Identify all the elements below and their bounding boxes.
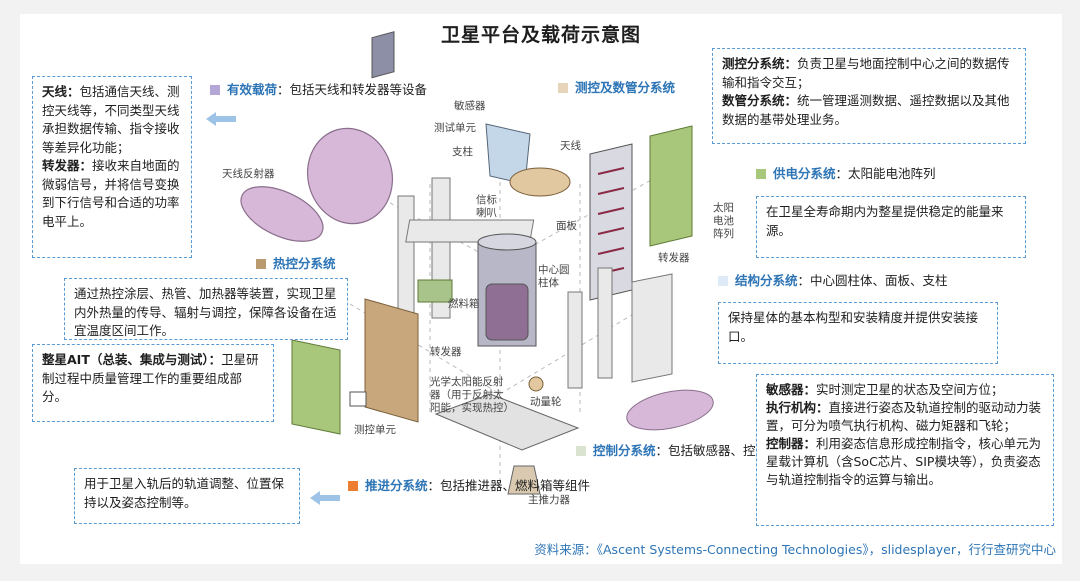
part-label-fuel-tank: 燃料箱 xyxy=(448,298,480,311)
structure-panel-right xyxy=(632,274,672,382)
power-box: 在卫星全寿命期内为整星提供稳定的能量来源。 xyxy=(756,196,1026,258)
thermal-label: 热控分系统 xyxy=(256,255,336,272)
ait-box: 整星AIT（总装、集成与测试）：卫星研制过程中质量管理工作的重要组成部分。 xyxy=(32,344,274,422)
heat-pipe-unit xyxy=(418,280,452,302)
part-label-panel: 面板 xyxy=(556,220,577,233)
momentum-wheel xyxy=(529,377,543,391)
power-swatch xyxy=(756,169,766,179)
antenna-dish-top xyxy=(510,168,570,196)
side-panel-left-1 xyxy=(398,196,414,316)
propulsion-label: 推进分系统：包括推进器、燃料箱等组件 xyxy=(348,477,590,494)
antenna-transponder-box: 天线：包括通信天线、测控天线等，不同类型天线承担数据传输、指令接收等差异化功能；… xyxy=(32,76,192,258)
part-label-osr: 光学太阳能反射器（用于反射太阳能，实现热控） xyxy=(430,376,512,415)
payload-label: 有效载荷：包括天线和转发器等设备 xyxy=(210,81,427,98)
fuel-tank xyxy=(486,284,528,340)
propulsion-swatch xyxy=(348,481,358,491)
part-label-antenna: 天线 xyxy=(560,140,581,153)
structure-swatch xyxy=(718,276,728,286)
part-label-reflector: 天线反射器 xyxy=(222,168,275,181)
ttc-swatch xyxy=(558,83,568,93)
side-panel-right-1 xyxy=(568,292,582,388)
propulsion-box: 用于卫星入轨后的轨道调整、位置保持以及姿态控制等。 xyxy=(74,468,300,524)
part-label-test-unit-top: 测试单元 xyxy=(434,122,476,135)
arrow-left-icon xyxy=(206,112,236,126)
part-label-central-cylinder: 中心圆柱体 xyxy=(538,264,572,290)
part-label-sensor: 敏感器 xyxy=(454,100,486,113)
part-label-strut: 支柱 xyxy=(452,146,473,159)
side-panel-right-2 xyxy=(598,268,612,378)
control-swatch xyxy=(576,446,586,456)
part-label-test-unit-bottom: 测控单元 xyxy=(354,424,396,437)
solar-panel-left xyxy=(292,340,340,434)
solar-array-right xyxy=(650,126,692,246)
structure-label: 结构分系统：中心圆柱体、面板、支柱 xyxy=(718,272,948,289)
thermal-box: 通过热控涂层、热管、加热器等装置，实现卫星内外热量的传导、辐射与调控，保障各设备… xyxy=(64,278,348,340)
part-label-main-thruster: 主推力器 xyxy=(528,494,570,507)
source-note: 资料来源：《Ascent Systems-Connecting Technolo… xyxy=(534,539,1056,558)
thermal-swatch xyxy=(256,259,266,269)
thermal-panel-left xyxy=(365,299,418,422)
part-label-beacon: 信标喇叭 xyxy=(476,194,500,220)
power-label: 供电分系统：太阳能电池阵列 xyxy=(756,165,936,182)
antenna-reflector-right xyxy=(623,383,717,437)
control-box: 敏感器：实时测定卫星的状态及空间方位； 执行机构：直接进行姿态及轨道控制的驱动动… xyxy=(756,374,1054,526)
structure-box: 保持星体的基本构型和安装精度并提供安装接口。 xyxy=(718,302,998,364)
part-label-transponder-right: 转发器 xyxy=(658,252,690,265)
ttc-box: 测控分系统：负责卫星与地面控制中心之间的数据传输和指令交互； 数管分系统：统一管… xyxy=(712,48,1026,144)
transponder-block-top xyxy=(372,32,394,78)
ttc-label: 测控及数管分系统 xyxy=(558,79,675,96)
part-label-solar-array: 太阳电池阵列 xyxy=(713,202,739,241)
test-unit-box xyxy=(350,392,366,406)
part-label-transponder-left: 转发器 xyxy=(430,346,462,359)
diagram-slide: 卫星平台及载荷示意图 xyxy=(20,14,1062,564)
payload-swatch xyxy=(210,85,220,95)
central-cylinder-top xyxy=(478,234,536,250)
part-label-momentum-wheel: 动量轮 xyxy=(530,396,562,409)
arrow-left-icon-bottom xyxy=(310,491,340,505)
